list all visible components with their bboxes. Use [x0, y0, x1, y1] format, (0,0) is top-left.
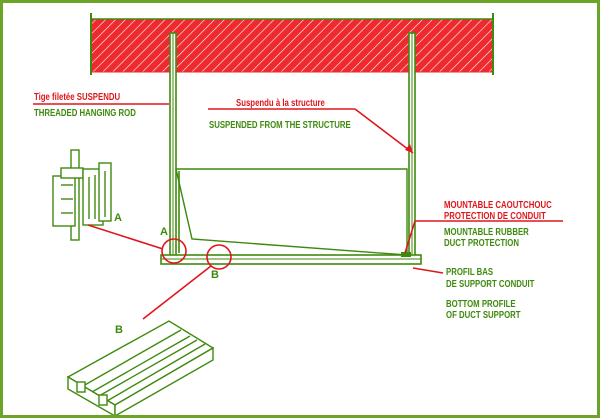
left-threaded-rod	[169, 32, 177, 259]
rod-label-en: THREADED HANGING ROD	[34, 108, 136, 119]
structure-label-fr: Suspendu à la structure	[236, 98, 325, 109]
detail-a-circle	[161, 238, 187, 264]
rubber-label-fr-2: PROTECTION DE CONDUIT	[444, 211, 546, 222]
leader-detail-b	[142, 265, 212, 320]
detail-b-circle	[206, 244, 232, 270]
duct-outline	[175, 168, 408, 256]
leader-arrow-structure	[405, 144, 413, 153]
rubber-label-en-1: MOUNTABLE RUBBER	[444, 227, 529, 238]
profile-label-en-2: OF DUCT SUPPORT	[446, 310, 521, 321]
profile-label-fr-2: DE SUPPORT CONDUIT	[446, 279, 535, 290]
rubber-protection	[401, 252, 411, 257]
leader-profile	[412, 267, 444, 274]
bottom-support-profile	[160, 254, 422, 265]
duct-support-drawing	[33, 13, 563, 415]
detail-b-callout: B	[211, 269, 219, 281]
detail-a-label: A	[114, 212, 122, 224]
leader-lines	[33, 103, 563, 320]
leader-detail-a	[87, 224, 164, 250]
structure-label-en: SUSPENDED FROM THE STRUCTURE	[209, 120, 351, 131]
leader-structure-diag	[354, 108, 414, 154]
rubber-label-en-2: DUCT PROTECTION	[444, 238, 519, 249]
detail-b-label: B	[115, 324, 123, 336]
detail-b-sketch	[66, 320, 215, 415]
rubber-label-fr-1: MOUNTABLE CAOUTCHOUC	[444, 200, 552, 211]
profile-label-fr-1: PROFIL BAS	[446, 267, 494, 278]
profile-label-en-1: BOTTOM PROFILE	[446, 299, 516, 310]
detail-a-callout: A	[160, 226, 168, 238]
detail-a-sketch	[52, 149, 112, 241]
ceiling-structure	[90, 18, 494, 73]
leader-rubber-2	[404, 220, 416, 254]
rod-label-fr: Tige filetée SUSPENDU	[34, 92, 121, 103]
